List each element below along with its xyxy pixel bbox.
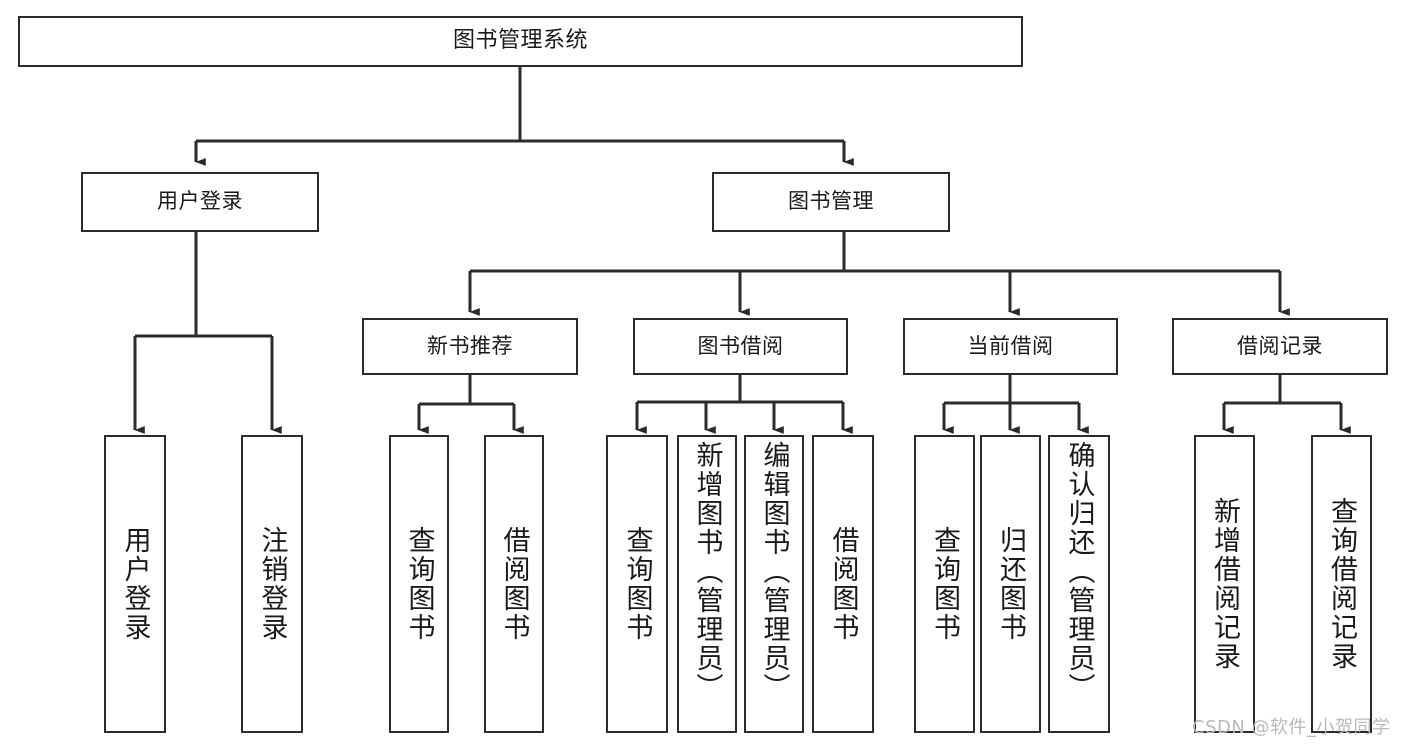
leaf-user-login-login[interactable]: 用户登录 (104, 435, 166, 733)
node-user-login[interactable]: 用户登录 (81, 172, 319, 232)
leaf-book-borrow-edit[interactable]: 编辑图书（管理员） (744, 435, 804, 733)
csdn-watermark: CSDN @软件_小贺同学 (1192, 717, 1391, 738)
leaf-book-borrow-borrow-label: 借阅图书 (827, 526, 859, 642)
node-user-login-label: 用户登录 (157, 189, 243, 214)
leaf-new-book-query-label: 查询图书 (403, 526, 435, 642)
leaf-borrow-record-query[interactable]: 查询借阅记录 (1311, 435, 1372, 733)
leaf-book-borrow-query-label: 查询图书 (621, 526, 653, 642)
leaf-borrow-record-query-label: 查询借阅记录 (1326, 497, 1357, 671)
leaf-current-borrow-query-label: 查询图书 (929, 526, 960, 642)
leaf-borrow-record-add[interactable]: 新增借阅记录 (1194, 435, 1255, 733)
node-current-borrow[interactable]: 当前借阅 (903, 318, 1118, 375)
leaf-current-borrow-query[interactable]: 查询图书 (914, 435, 975, 733)
leaf-borrow-record-add-label: 新增借阅记录 (1209, 497, 1240, 671)
node-root-system[interactable]: 图书管理系统 (18, 16, 1023, 67)
node-borrow-record[interactable]: 借阅记录 (1172, 318, 1388, 375)
node-book-borrow[interactable]: 图书借阅 (633, 318, 848, 375)
leaf-current-borrow-confirm[interactable]: 确认归还（管理员） (1048, 435, 1110, 733)
node-borrow-record-label: 借阅记录 (1237, 333, 1323, 358)
node-book-management-label: 图书管理 (788, 189, 874, 214)
leaf-book-borrow-borrow[interactable]: 借阅图书 (812, 435, 874, 733)
node-book-borrow-label: 图书借阅 (697, 333, 784, 358)
leaf-current-borrow-confirm-label: 确认归还（管理员） (1063, 441, 1095, 702)
leaf-new-book-borrow[interactable]: 借阅图书 (484, 435, 544, 733)
node-new-book-recommend-label: 新书推荐 (427, 333, 513, 358)
node-current-borrow-label: 当前借阅 (967, 333, 1054, 358)
leaf-new-book-borrow-label: 借阅图书 (498, 526, 530, 642)
node-new-book-recommend[interactable]: 新书推荐 (362, 318, 578, 375)
leaf-new-book-query[interactable]: 查询图书 (389, 435, 449, 733)
leaf-book-borrow-edit-label: 编辑图书（管理员） (758, 441, 790, 702)
node-root-system-label: 图书管理系统 (452, 28, 588, 54)
leaf-current-borrow-return-label: 归还图书 (995, 526, 1026, 642)
leaf-user-login-login-label: 用户登录 (119, 526, 151, 642)
node-book-management[interactable]: 图书管理 (712, 172, 950, 232)
leaf-user-login-logout-label: 注销登录 (256, 526, 288, 642)
leaf-book-borrow-query[interactable]: 查询图书 (606, 435, 668, 733)
leaf-book-borrow-add[interactable]: 新增图书（管理员） (677, 435, 737, 733)
leaf-current-borrow-return[interactable]: 归还图书 (980, 435, 1041, 733)
leaf-user-login-logout[interactable]: 注销登录 (241, 435, 303, 733)
leaf-book-borrow-add-label: 新增图书（管理员） (691, 441, 723, 702)
